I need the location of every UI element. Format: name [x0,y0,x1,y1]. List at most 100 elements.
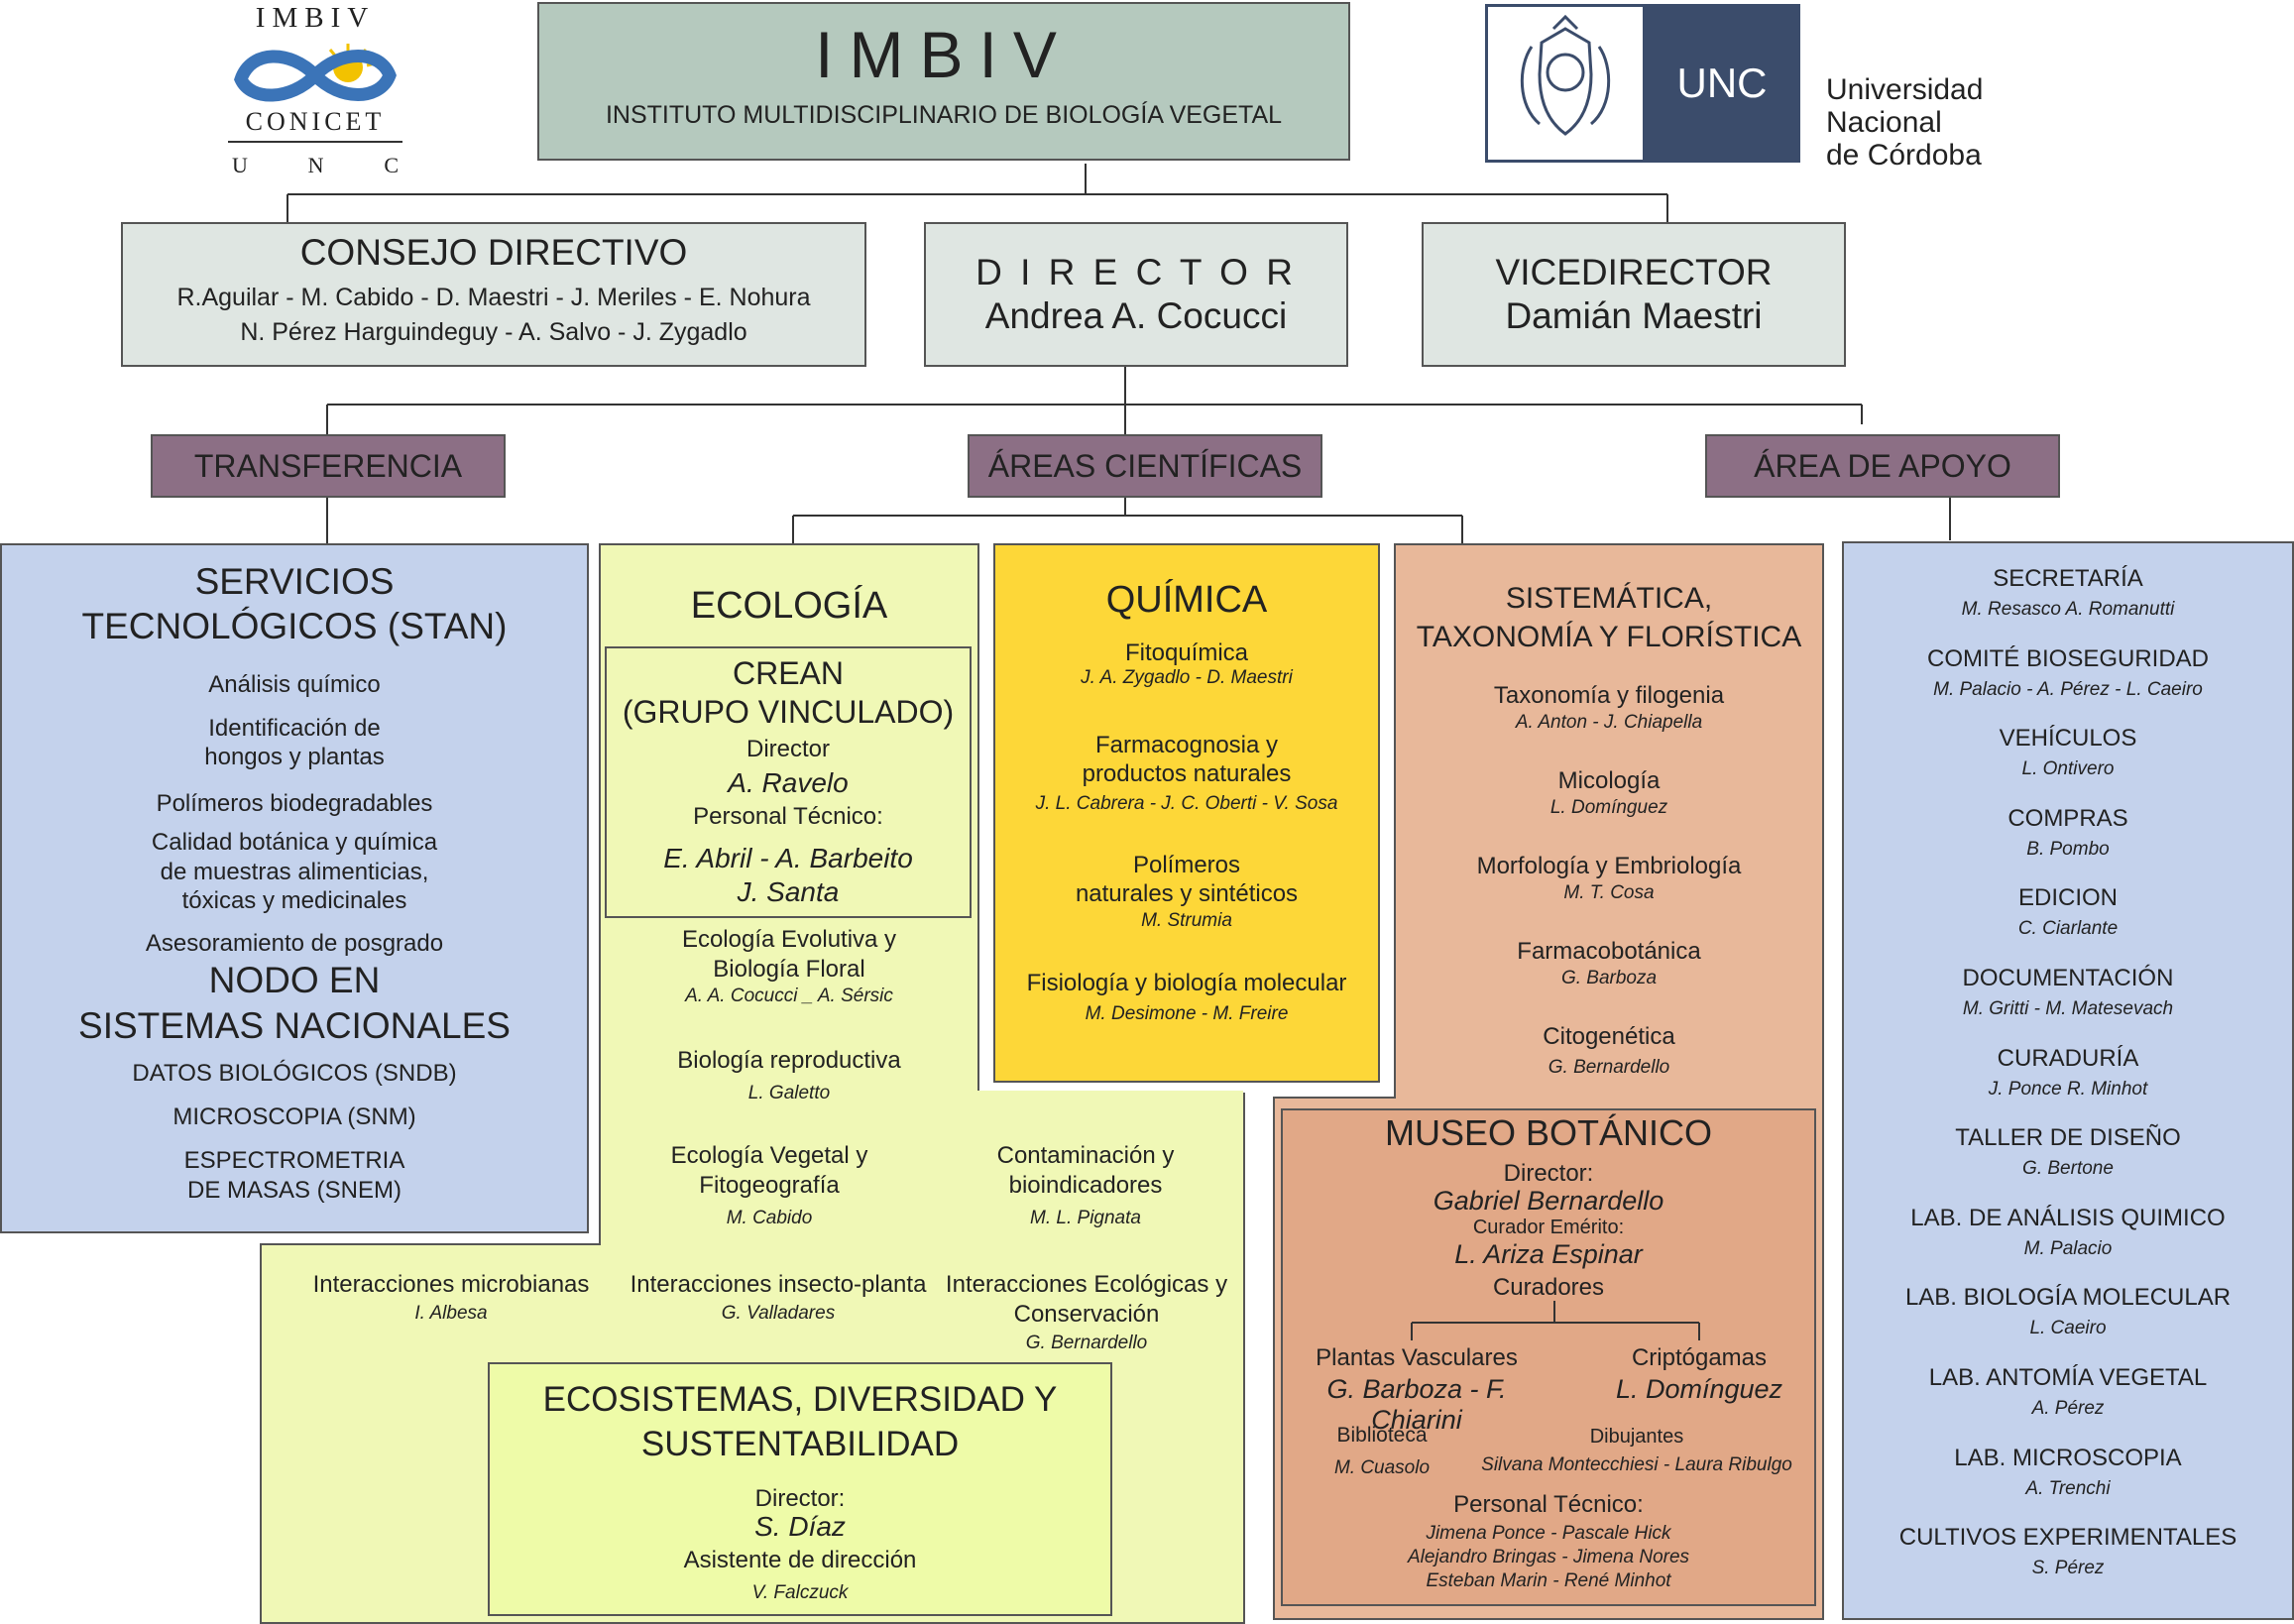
quimica-item-label: Fitoquímica [1124,639,1249,666]
group-label: Interacciones Ecológicas y [945,1271,1228,1298]
apoyo-item: EDICION C. Ciarlante [1844,884,2292,965]
group-people: G. Bernardello [1025,1333,1148,1353]
servicios-title: SERVICIOS TECNOLÓGICOS (STAN) [2,559,587,648]
group-label: Interacciones insecto-planta [630,1271,927,1298]
apoyo-item-people: G. Bertone [2022,1158,2114,1180]
sistematica-item-label: Taxonomía y filogenia [1493,682,1725,709]
ecosistemas-director-name: S. Díaz [754,1510,846,1542]
apoyo-item-people: C. Ciarlante [2017,918,2119,940]
dibujantes-label: Dibujantes [1589,1426,1684,1448]
unc-letter-u: U [232,153,248,177]
museo-personal-names: Alejandro Bringas - Jimena Nores [1407,1547,1690,1567]
nodo-item: MICROSCOPIA (SNM) [172,1102,416,1130]
apoyo-item-people: L. Caeiro [2029,1318,2107,1339]
areas-cientificas-label: ÁREAS CIENTÍFICAS [987,448,1303,484]
apoyo-item-people: B. Pombo [2026,838,2110,860]
servicio-label: Calidad botánica y química de muestras a… [151,829,438,914]
apoyo-item-people: A. Trenchi [2025,1477,2111,1499]
ecologia-title: ECOLOGÍA [690,585,888,627]
nodo-item: DATOS BIOLÓGICOS (SNDB) [132,1059,457,1087]
plantas-vasculares-names: G. Barboza - F. Chiarini [1326,1374,1507,1435]
group-label: Ecología Evolutiva y [681,926,897,953]
plantas-vasculares-label: Plantas Vasculares [1316,1344,1518,1371]
nodo-item: ESPECTROMETRIA [183,1146,405,1174]
sistematica-item-people: M. T. Cosa [1563,882,1655,903]
unc-badge: UNC [1644,4,1800,163]
crean-director-name: A. Ravelo [728,767,849,799]
consejo-members-line: R.Aguilar - M. Cabido - D. Maestri - J. … [176,284,811,311]
servicios-title-line: SERVICIOS [194,561,395,602]
servicio-label: Polímeros biodegradables [156,790,433,818]
apoyo-item-label: LAB. ANTOMÍA VEGETAL [1928,1363,2208,1391]
apoyo-item-label: LAB. DE ANÁLISIS QUIMICO [1910,1204,2226,1231]
unc-logo: UNC [1485,4,1802,165]
sistematica-title: TAXONOMÍA Y FLORÍSTICA [1416,621,1802,653]
group-label: Interacciones microbianas [312,1271,590,1298]
servicio-label: Identificación de hongos y plantas [204,714,385,770]
nodo-item: DE MASAS (SNEM) [186,1176,402,1204]
quimica-item-label: Polímeros naturales y sintéticos [1075,851,1299,907]
sistematica-item-people: G. Barboza [1560,968,1658,988]
servicios-title-line: TECNOLÓGICOS (STAN) [81,606,508,647]
nodo-title: NODO EN SISTEMAS NACIONALES [2,958,587,1047]
sistematica-item: Citogenética G. Bernardello [1396,1023,1822,1079]
transferencia-box: TRANSFERENCIA [151,434,506,498]
servicio-item: Asesoramiento de posgrado [2,929,587,958]
nodo-title-line: NODO EN [208,960,381,1001]
group-people: M. L. Pignata [1030,1208,1141,1228]
vicedirector-title: VICEDIRECTOR [1495,252,1773,292]
consejo-title: CONSEJO DIRECTIVO [299,232,688,273]
area-apoyo-box: ÁREA DE APOYO [1705,434,2060,498]
apoyo-item-label: COMITÉ BIOSEGURIDAD [1926,644,2210,672]
header-box: IMBIV INSTITUTO MULTIDISCIPLINARIO DE BI… [537,2,1350,161]
crean-personal-names: E. Abril - A. Barbeito [663,843,913,874]
sistematica-item-people: A. Anton - J. Chiapella [1515,712,1703,733]
crean-title: CREAN [732,655,844,691]
quimica-item-people: M. Desimone - M. Freire [1085,1003,1289,1025]
transferencia-label: TRANSFERENCIA [193,448,463,484]
museo-curadores-label: Curadores [1492,1274,1605,1301]
museo-box [1281,1108,1816,1606]
university-seal-icon [1520,14,1611,136]
imbiv-logo-text: IMBIV [255,2,376,34]
apoyo-item-label: EDICION [2017,884,2118,912]
apoyo-item-people: M. Gritti - M. Matesevach [1962,997,2174,1019]
biblioteca: Biblioteca M. Cuasolo [1303,1424,1461,1479]
crean-subtitle: (GRUPO VINCULADO) [622,694,955,731]
museo-personal-names: Jimena Ponce - Pascale Hick [1426,1523,1671,1544]
museo-content: MUSEO BOTÁNICO Director: Gabriel Bernard… [1283,1112,1814,1302]
apoyo-item-label: LAB. BIOLOGÍA MOLECULAR [1904,1284,2232,1312]
crean-box: CREAN (GRUPO VINCULADO) Director A. Rave… [605,646,972,918]
group-label: Biología Floral [713,956,865,983]
museo-personal-tecnico: Personal Técnico: Jimena Ponce - Pascale… [1283,1491,1814,1592]
quimica-title: QUÍMICA [1105,579,1268,621]
consejo-members-line: N. Pérez Harguindeguy - A. Salvo - J. Zy… [240,318,747,346]
apoyo-item-label: VEHÍCULOS [1999,725,2137,753]
page-subtitle: INSTITUTO MULTIDISCIPLINARIO DE BIOLOGÍA… [605,101,1283,129]
criptogamas: Criptógamas L. Domínguez [1586,1344,1812,1405]
dibujantes-names: Silvana Montecchiesi - Laura Ribulgo [1481,1454,1792,1475]
biblioteca-label: Biblioteca [1336,1424,1428,1447]
apoyo-item-people: A. Pérez [2031,1397,2105,1419]
sistematica-item-people: G. Bernardello [1548,1057,1670,1078]
servicio-label: Análisis químico [208,671,381,699]
quimica-item-people: J. A. Zygadlo - D. Maestri [1081,667,1293,688]
contaminacion: Contaminación y bioindicadores M. L. Pig… [932,1142,1239,1229]
group-people: G. Valladares [721,1303,836,1324]
consejo-directivo-box: CONSEJO DIRECTIVO R.Aguilar - M. Cabido … [121,222,866,367]
unc-letters: U N C [232,153,399,178]
apoyo-item-label: COMPRAS [2007,804,2128,832]
director-title: D I R E C T O R [975,252,1297,292]
servicio-item: Polímeros biodegradables [2,789,587,818]
plantas-vasculares: Plantas Vasculares G. Barboza - F. Chiar… [1283,1344,1550,1436]
crean-director-label: Director [746,736,830,763]
apoyo-item: COMPRAS B. Pombo [1844,805,2292,885]
group-people: M. Cabido [726,1208,813,1228]
